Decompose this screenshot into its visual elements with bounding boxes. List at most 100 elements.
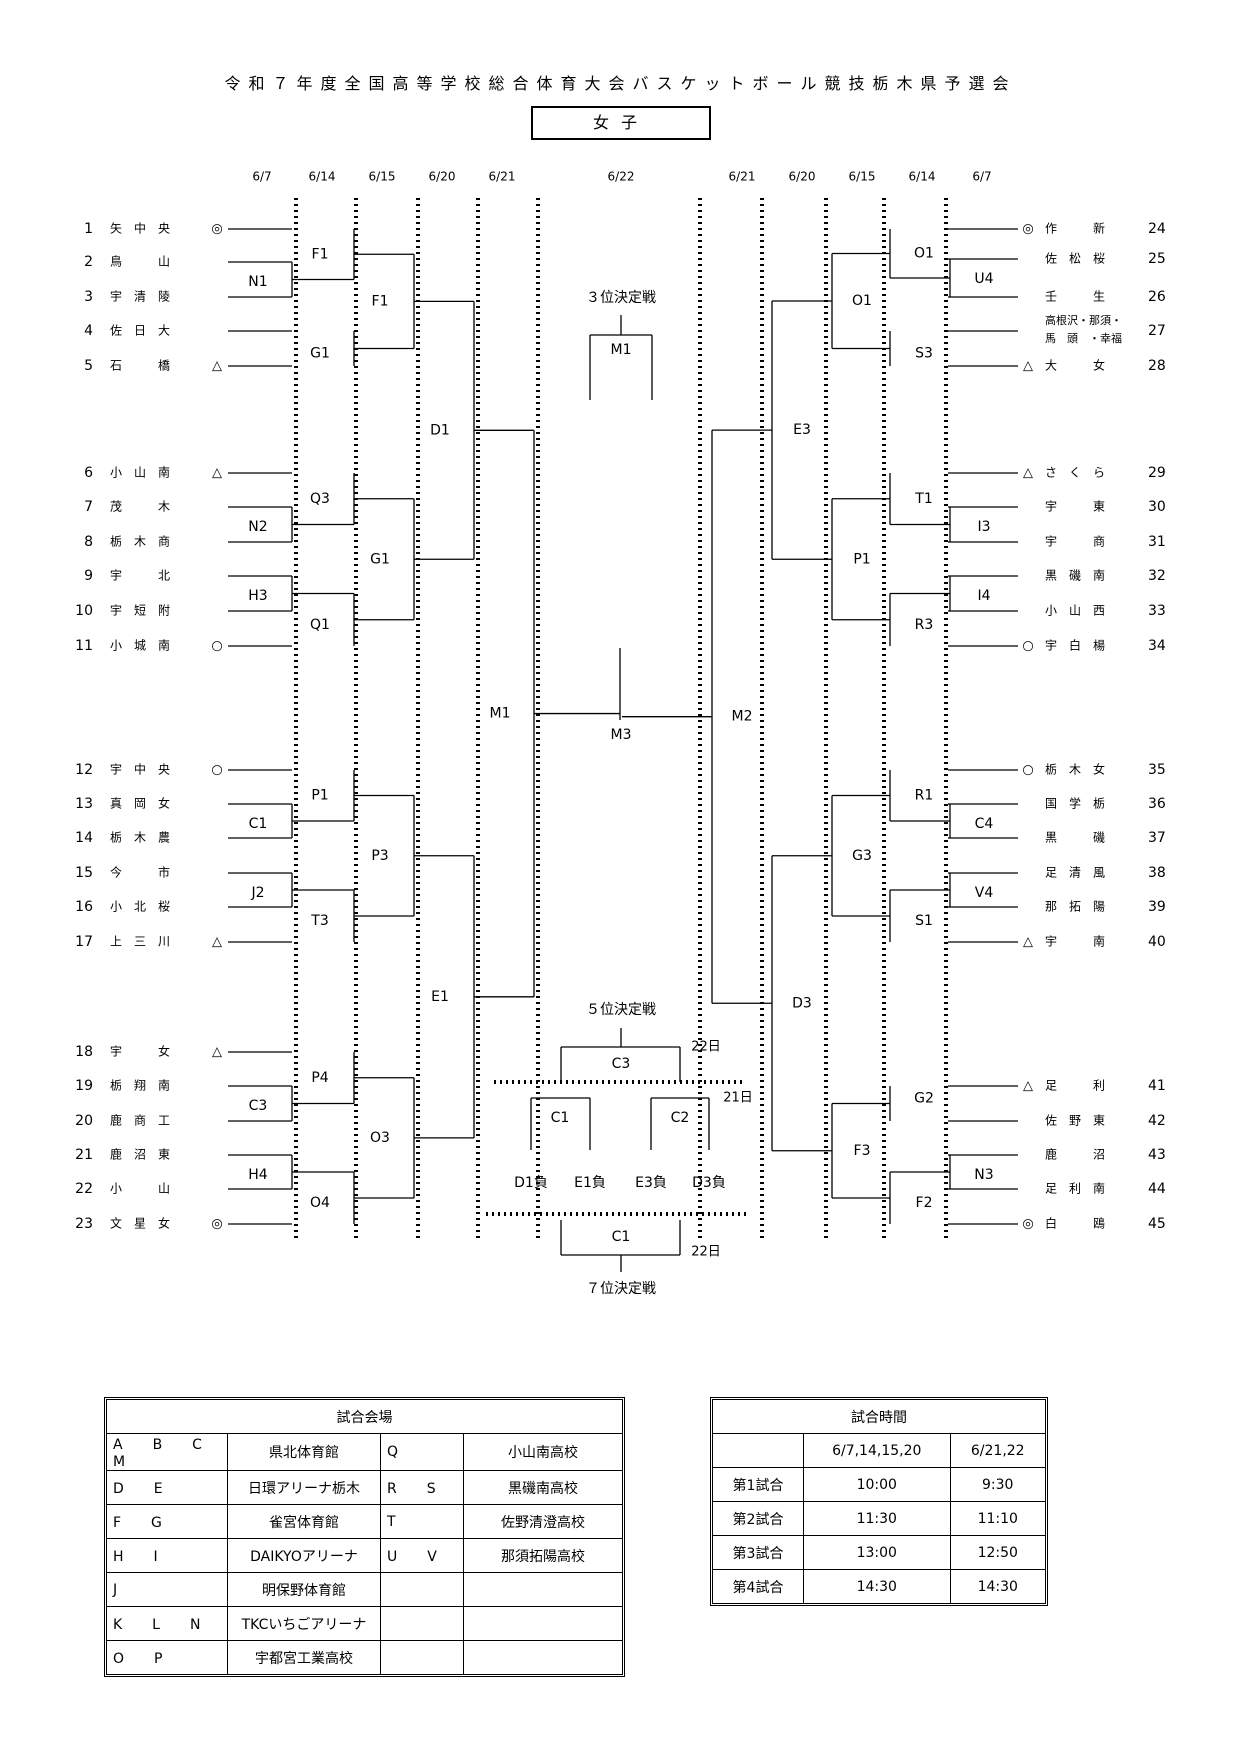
venue-codes — [380, 1606, 464, 1641]
seed-mark: ○ — [1022, 639, 1033, 654]
team-number: 35 — [1148, 762, 1166, 778]
venue-codes: H I — [106, 1538, 228, 1573]
match-code: I3 — [977, 519, 990, 535]
team-number: 41 — [1148, 1078, 1166, 1094]
match-code: D3 — [792, 995, 812, 1011]
team-number: 42 — [1148, 1113, 1166, 1129]
loser-label: D1負 — [514, 1175, 548, 1191]
team-name: 国 学 栃 — [1045, 796, 1105, 811]
game-number: 第2試合 — [712, 1501, 804, 1536]
seed-mark: ○ — [211, 639, 222, 654]
match-code: F1 — [372, 293, 389, 309]
match-code: G1 — [370, 551, 390, 567]
match-code: S1 — [915, 913, 933, 929]
venue-codes: Q — [380, 1433, 464, 1471]
team-name: 佐 松 桜 — [1045, 252, 1105, 266]
date-header: 6/21 — [489, 170, 516, 184]
team-name: 那 拓 陽 — [1045, 900, 1105, 914]
team-number: 26 — [1148, 289, 1166, 305]
team-name: 栃 木 女 — [1045, 762, 1105, 777]
team-name: 作 新 — [1045, 221, 1105, 236]
match-code: C3 — [249, 1098, 268, 1114]
third-place-label: ３位決定戦 — [586, 290, 656, 306]
venue-name: 明保野体育館 — [227, 1572, 381, 1607]
team-number: 23 — [75, 1216, 93, 1232]
team-number: 1 — [84, 221, 93, 237]
match-code: O4 — [310, 1195, 330, 1211]
venue-codes: T — [380, 1504, 464, 1539]
match-code: F3 — [854, 1143, 871, 1159]
team-number: 22 — [75, 1181, 93, 1197]
venue-name: 黒磯南高校 — [463, 1470, 623, 1505]
venue-name: 小山南高校 — [463, 1433, 623, 1471]
team-name: 白 鴎 — [1045, 1216, 1105, 1231]
match-code: F1 — [312, 246, 329, 262]
seed-mark: ○ — [211, 763, 222, 778]
date-header: 6/20 — [429, 170, 456, 184]
team-number: 2 — [84, 254, 93, 270]
team-number: 9 — [84, 568, 93, 584]
team-name: 宇 短 附 — [110, 604, 170, 618]
match-code: U4 — [974, 271, 993, 287]
time-col-header: 6/21,22 — [949, 1433, 1046, 1468]
team-name: 小 山 西 — [1045, 604, 1105, 618]
seed-mark: ◎ — [211, 222, 222, 237]
team-name: 佐 日 大 — [110, 324, 170, 338]
match-code: N3 — [974, 1167, 993, 1183]
match-code: G3 — [852, 848, 872, 864]
game-time: 12:50 — [949, 1535, 1046, 1570]
team-name: 今 市 — [110, 865, 170, 880]
match-code: E1 — [431, 989, 449, 1005]
team-number: 36 — [1148, 796, 1166, 812]
game-time: 14:30 — [803, 1569, 951, 1604]
team-name: 足 利 — [1045, 1079, 1105, 1093]
seed-mark: ◎ — [1022, 1217, 1033, 1232]
team-number: 33 — [1148, 603, 1166, 619]
match-code: C1 — [249, 816, 268, 832]
team-number: 29 — [1148, 465, 1166, 481]
match-code: T3 — [310, 913, 328, 929]
team-number: 32 — [1148, 568, 1166, 584]
venue-name: DAIKYOアリーナ — [227, 1538, 381, 1573]
team-name: 宇 南 — [1045, 934, 1105, 949]
fifth-place-label: ５位決定戦 — [586, 1002, 656, 1018]
team-name: 足 清 風 — [1045, 866, 1105, 880]
venue-codes: U V — [380, 1538, 464, 1573]
team-name: 佐 野 東 — [1045, 1114, 1105, 1128]
team-name: 黒 磯 — [1045, 831, 1105, 845]
match-code: F2 — [916, 1195, 933, 1211]
team-name: 鹿 商 工 — [110, 1113, 170, 1128]
team-name: 鹿 沼 — [1045, 1147, 1105, 1162]
match-code: C3 — [612, 1056, 631, 1072]
team-number: 37 — [1148, 830, 1166, 846]
team-number: 27 — [1148, 323, 1166, 339]
team-name: 小 山 南 — [110, 465, 170, 480]
day-label: 22日 — [691, 1245, 721, 1260]
team-number: 7 — [84, 499, 93, 515]
loser-label: E3負 — [635, 1175, 667, 1191]
match-code: R1 — [915, 788, 934, 804]
team-number: 8 — [84, 534, 93, 550]
match-code: M3 — [611, 727, 632, 743]
team-name: 足 利 南 — [1045, 1181, 1105, 1196]
venue-name — [463, 1606, 623, 1641]
venue-codes — [380, 1572, 464, 1607]
game-number: 第1試合 — [712, 1467, 804, 1502]
game-time: 14:30 — [949, 1569, 1046, 1604]
match-code: Q3 — [310, 491, 330, 507]
loser-label: E1負 — [574, 1175, 606, 1191]
game-time: 9:30 — [949, 1467, 1046, 1502]
match-code: E3 — [793, 422, 811, 438]
venue-name: 日環アリーナ栃木 — [227, 1470, 381, 1505]
team-number: 15 — [75, 865, 93, 881]
team-name: 大 女 — [1045, 358, 1105, 373]
time-col-header — [712, 1433, 804, 1468]
team-number: 21 — [75, 1147, 93, 1163]
match-code: P1 — [853, 551, 870, 567]
